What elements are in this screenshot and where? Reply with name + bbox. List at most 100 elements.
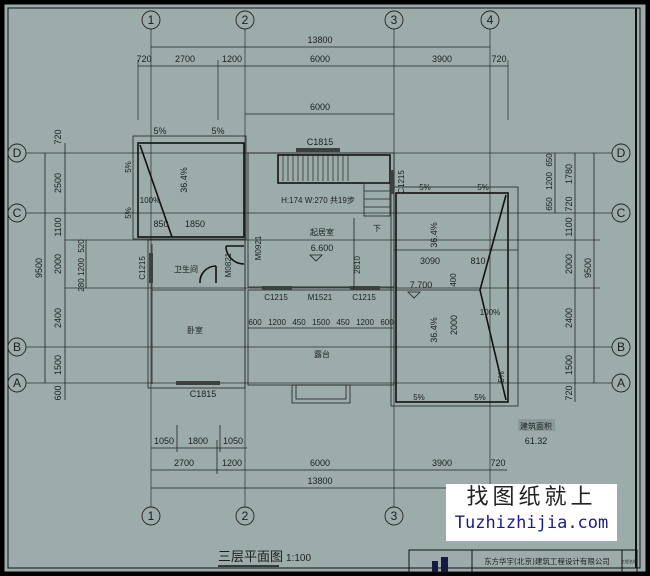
svg-text:C: C xyxy=(617,206,626,220)
annotations: 5% 5% C1815 36.4% 100% 5% 5% 850 1850 H:… xyxy=(124,126,555,446)
dim-bottom-sub: 1050 xyxy=(223,436,243,446)
dim-right: 720 xyxy=(564,196,574,211)
dim-left: 2500 xyxy=(53,173,63,193)
drawing-scale: 1:100 xyxy=(286,553,311,564)
room-label-living: 起居室 xyxy=(310,227,334,237)
slope-label: 5% xyxy=(153,126,166,136)
axis-bubble-D-left: D xyxy=(7,143,27,163)
windows xyxy=(149,148,394,385)
axis-bubble-4-top: 4 xyxy=(480,10,500,30)
title-block: 东方华宇(北京)建筑工程设计有限公司 工程名称 xyxy=(408,549,638,573)
dim-bottom-total: 13800 xyxy=(307,476,332,486)
stair-treads xyxy=(282,155,390,208)
axis-bubble-2-top: 2 xyxy=(235,10,255,30)
slope-label: 100% xyxy=(480,308,500,317)
dim-bottom: 2700 xyxy=(174,458,194,468)
room-label-bedroom: 卧室 xyxy=(187,325,203,335)
door-label: M1521 xyxy=(308,293,333,302)
dim-bottom-sub: 1050 xyxy=(154,436,174,446)
door-label: M0821 xyxy=(224,252,233,277)
dim-left: 2400 xyxy=(53,308,63,328)
logo-mark xyxy=(432,561,438,572)
dim-top: 720 xyxy=(491,54,506,64)
dim-left-sub: 520 xyxy=(77,239,86,253)
dim-left: 2000 xyxy=(53,254,63,274)
dim-right: 2000 xyxy=(564,254,574,274)
dim-right-sub: 1200 xyxy=(545,172,554,190)
area-value: 61.32 xyxy=(525,436,548,446)
svg-text:4: 4 xyxy=(487,13,494,27)
level-label: 7.700 xyxy=(410,280,433,290)
axis-bubble-3-bottom: 3 xyxy=(384,506,404,526)
svg-text:3: 3 xyxy=(391,13,398,27)
dim-left: 720 xyxy=(53,129,63,144)
dim-top-inner: 6000 xyxy=(310,102,330,112)
dim-right: 720 xyxy=(564,385,574,400)
dim-label: 450 xyxy=(336,318,350,327)
dim-top: 6000 xyxy=(310,54,330,64)
dimensions-right: 650 1200 650 1780 720 1100 2000 2400 150… xyxy=(545,153,595,402)
dim-bottom: 1200 xyxy=(222,458,242,468)
dim-left-sub: 1200 xyxy=(77,258,86,276)
dim-left: 600 xyxy=(53,385,63,400)
room-label-bath: 卫生间 xyxy=(174,264,198,274)
axis-bubble-C-right: C xyxy=(611,203,631,223)
dim-label: 1850 xyxy=(185,219,205,229)
slope-label: 5% xyxy=(474,393,486,402)
svg-text:C: C xyxy=(13,206,22,220)
slope-label: 5% xyxy=(211,126,224,136)
window-label: C1215 xyxy=(138,256,147,280)
window-label: C1815 xyxy=(190,389,217,399)
axis-bubbles: 1 2 3 4 1 2 3 D C B A D C B A xyxy=(7,10,631,526)
window-label: C1215 xyxy=(352,293,376,302)
company-name: 东方华宇(北京)建筑工程设计有限公司 xyxy=(484,556,610,566)
dim-bottom: 3900 xyxy=(432,458,452,468)
dim-left: 1500 xyxy=(53,355,63,375)
dim-top: 1200 xyxy=(222,54,242,64)
dim-label: 2810 xyxy=(353,256,362,274)
dim-right: 1100 xyxy=(564,217,574,236)
dim-top: 720 xyxy=(136,54,151,64)
svg-text:D: D xyxy=(13,146,22,160)
svg-text:A: A xyxy=(617,376,625,390)
dim-label: 600 xyxy=(248,318,262,327)
slope-label: 5% xyxy=(124,161,133,173)
svg-text:A: A xyxy=(13,376,21,390)
dim-label: 810 xyxy=(470,256,485,266)
slope-label: 36.4% xyxy=(429,317,439,343)
door-label: M0921 xyxy=(254,235,263,260)
svg-text:2: 2 xyxy=(242,13,249,27)
window-label: C1815 xyxy=(307,137,334,147)
axis-bubble-D-right: D xyxy=(611,143,631,163)
dim-label: 850 xyxy=(153,219,168,229)
axis-bubble-B-left: B xyxy=(7,337,27,357)
svg-text:B: B xyxy=(13,340,21,354)
dim-right-sub: 650 xyxy=(545,153,554,167)
window-c1215-b xyxy=(350,286,380,290)
dim-right: 2400 xyxy=(564,308,574,328)
window-label: C1215 xyxy=(397,170,406,194)
window-c1215-a xyxy=(262,286,292,290)
slope-label: 100% xyxy=(140,196,160,205)
logo-mark xyxy=(441,557,448,572)
dim-bottom: 720 xyxy=(490,458,505,468)
axis-bubble-1-top: 1 xyxy=(141,10,161,30)
walls xyxy=(132,135,519,407)
dim-right: 1500 xyxy=(564,355,574,375)
dim-left: 1100 xyxy=(53,217,63,236)
drawing-title: 三层平面图 xyxy=(218,550,283,565)
svg-text:3: 3 xyxy=(391,509,398,523)
axis-bubble-A-right: A xyxy=(611,373,631,393)
window-c1215-bath xyxy=(149,253,153,283)
slope-label: 5% xyxy=(124,207,133,219)
dim-label: 1200 xyxy=(356,318,374,327)
window-c1815-top xyxy=(296,148,340,152)
dimensions-top: 13800 720 2700 1200 6000 3900 720 6000 xyxy=(136,35,508,115)
slope-label: 5% xyxy=(497,371,506,383)
dim-bottom: 6000 xyxy=(310,458,330,468)
slope-label: 5% xyxy=(419,183,431,192)
dim-label: 400 xyxy=(449,273,458,287)
